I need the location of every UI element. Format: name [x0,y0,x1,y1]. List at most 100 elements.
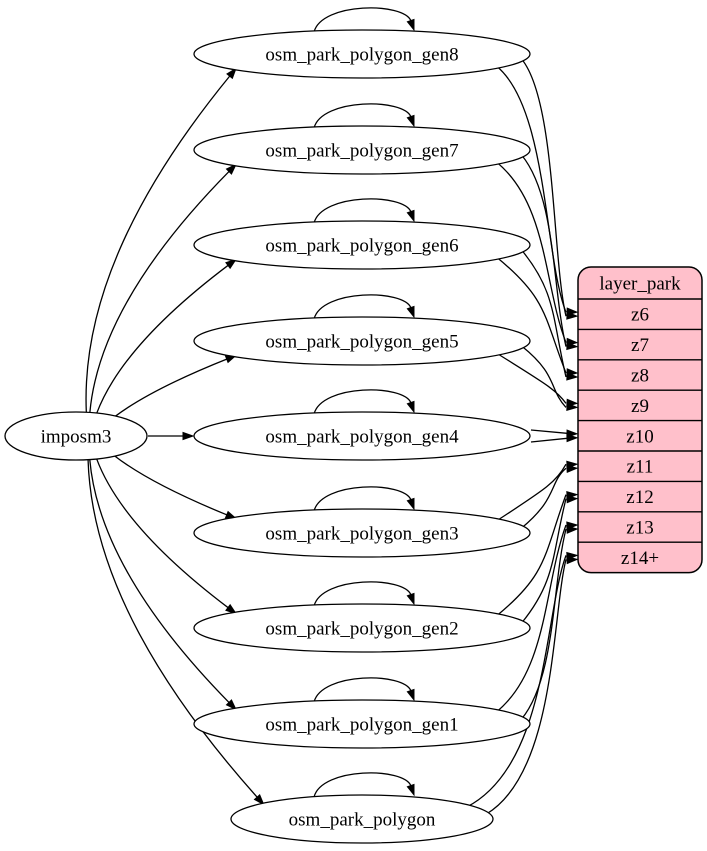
node-osm_park_polygon_gen4-label: osm_park_polygon_gen4 [265,427,459,448]
node-osm_park_polygon_gen2-label: osm_park_polygon_gen2 [265,619,458,640]
table-row-z10: z10 [626,426,653,447]
self-loop-osm_park_polygon_gen2-arrowhead-icon [406,592,415,606]
edge-osm_park_polygon_gen2-to-z12-a [495,494,567,617]
edge-osm_park_polygon-to-z14+-b [486,559,567,815]
self-loop-osm_park_polygon_gen1 [313,677,412,703]
table-row-z9-label: z9 [631,396,649,417]
self-loop-osm_park_polygon_gen4-arrowhead-icon [406,400,415,414]
edge-osm_park_polygon_gen3-to-z11-b-arrowhead-icon [566,464,579,474]
node-osm_park_polygon_gen8-shape [193,29,531,79]
edge-osm_park_polygon_gen5-to-z9-b [521,345,567,408]
node-osm_park_polygon_gen6-label: osm_park_polygon_gen6 [265,236,458,257]
node-osm_park_polygon_gen6: osm_park_polygon_gen6 [193,220,531,270]
node-osm_park_polygon_gen3-label: osm_park_polygon_gen3 [265,524,458,545]
edge-osm_park_polygon_gen5-to-z9-a [496,352,567,404]
table-row-z9: z9 [631,396,649,417]
table-row-z8: z8 [631,366,649,387]
table-header-label: layer_park [599,274,681,295]
edge-imposm3-to-osm_park_polygon_gen8-arrowhead-icon [226,67,237,80]
node-osm_park_polygon_gen3: osm_park_polygon_gen3 [193,508,531,558]
edge-imposm3-to-osm_park_polygon_gen1 [89,459,231,704]
node-osm_park_polygon_gen8: osm_park_polygon_gen8 [193,29,531,79]
table-row-z10-label: z10 [626,426,653,447]
node-imposm3-label: imposm3 [41,427,112,448]
node-osm_park_polygon_gen1-label: osm_park_polygon_gen1 [265,715,458,736]
edge-osm_park_polygon_gen6-to-z8-b-arrowhead-icon [566,372,579,381]
node-osm_park_polygon: osm_park_polygon [230,794,494,844]
edge-osm_park_polygon_gen2-to-z12-b-arrowhead-icon [566,495,579,504]
table-row-z7-label: z7 [631,335,649,356]
self-loop-osm_park_polygon_gen8 [313,7,412,33]
edge-imposm3-to-osm_park_polygon_gen7-arrowhead-icon [225,163,238,175]
edge-osm_park_polygon_gen2-to-z12-b [521,498,567,624]
edge-osm_park_polygon_gen7-to-z7-a [495,161,567,343]
node-osm_park_polygon_gen1: osm_park_polygon_gen1 [193,699,531,749]
self-loop-osm_park_polygon_gen5-arrowhead-icon [406,305,415,319]
edge-imposm3-to-osm_park_polygon_gen1-arrowhead-icon [225,699,238,711]
table-row-z13-label: z13 [626,518,653,539]
node-osm_park_polygon_gen5-label: osm_park_polygon_gen5 [265,332,458,353]
edge-imposm3-to-osm_park_polygon_gen2 [96,458,230,609]
edge-osm_park_polygon_gen1-to-z13-b [521,528,567,720]
table-row-z6-label: z6 [631,305,649,326]
edge-osm_park_polygon_gen4-to-z10-b [530,437,568,443]
self-loop-osm_park_polygon_gen1-arrowhead-icon [406,688,415,702]
table-layer_park: layer_park z6 z7 z8 z9 z10 z11 z12 z13 z14+ [577,266,703,574]
edge-imposm3-to-osm_park_polygon_gen6-arrowhead-icon [225,258,238,270]
node-osm_park_polygon_gen4-shape [193,411,531,461]
edge-osm_park_polygon_gen5-to-z9-b-arrowhead-icon [566,402,579,411]
self-loop-osm_park_polygon_gen3-arrowhead-icon [406,497,415,511]
edge-imposm3-to-osm_park_polygon_gen6 [96,264,230,414]
edge-imposm3-to-osm_park_polygon [87,459,259,799]
edge-osm_park_polygon_gen7-to-z7-b [521,154,567,347]
node-osm_park_polygon_gen7: osm_park_polygon_gen7 [193,125,531,175]
self-loop-osm_park_polygon_gen5 [313,294,412,320]
self-loop-osm_park_polygon_gen4 [313,389,412,415]
node-osm_park_polygon_gen7-label: osm_park_polygon_gen7 [265,141,458,162]
self-loop-osm_park_polygon_gen2 [313,581,412,607]
node-osm_park_polygon_gen4: osm_park_polygon_gen4 [193,411,531,461]
node-osm_park_polygon_gen5: osm_park_polygon_gen5 [193,316,531,366]
self-loop-osm_park_polygon_gen8-arrowhead-icon [406,18,415,32]
table-row-z12: z12 [626,487,653,508]
edge-imposm3-to-osm_park_polygon_gen4-arrowhead-icon [182,431,195,441]
node-osm_park_polygon_gen8-label: osm_park_polygon_gen8 [265,45,458,66]
node-imposm3-shape [4,411,148,461]
table-row-z14+-label: z14+ [621,548,659,569]
node-osm_park_polygon_gen6-shape [193,220,531,270]
table-layer_park-shape [577,266,703,574]
table-row-z13: z13 [626,518,653,539]
node-osm_park_polygon-label: osm_park_polygon [289,810,436,831]
table-row-z8-label: z8 [631,366,649,387]
table-row-z6: z6 [631,305,649,326]
edge-osm_park_polygon_gen3-to-z11-a [496,463,567,522]
node-osm_park_polygon_gen2: osm_park_polygon_gen2 [193,603,531,653]
edge-imposm3-to-osm_park_polygon_gen3 [114,455,228,516]
self-loop-osm_park_polygon_gen7-arrowhead-icon [406,114,415,128]
edge-osm_park_polygon_gen1-to-z13-a [495,524,567,713]
node-osm_park_polygon_gen5-shape [193,316,531,366]
node-osm_park_polygon-shape [230,794,494,844]
node-osm_park_polygon_gen3-shape [193,508,531,558]
table-row-z7: z7 [631,335,649,356]
edge-osm_park_polygon_gen4-to-z10-a [530,429,568,434]
self-loop-osm_park_polygon_gen6-arrowhead-icon [406,209,415,223]
node-osm_park_polygon_gen2-shape [193,603,531,653]
table-row-z11-label: z11 [627,457,654,478]
table-row-z11: z11 [627,457,654,478]
edge-osm_park_polygon-to-z14+-a [466,555,567,808]
edge-imposm3-to-osm_park_polygon-arrowhead-icon [253,793,265,806]
self-loop-osm_park_polygon_gen7 [313,103,412,129]
table-row-z12-label: z12 [626,487,653,508]
self-loop-osm_park_polygon-arrowhead-icon [406,783,415,797]
edge-osm_park_polygon_gen7-to-z7-b-arrowhead-icon [566,341,579,351]
edge-osm_park_polygon_gen3-to-z11-b [521,467,567,529]
edge-osm_park_polygon_gen8-to-z6-a [495,65,567,313]
edge-imposm3-to-osm_park_polygon_gen5 [115,358,228,417]
edge-osm_park_polygon_gen8-to-z6-b [521,58,567,317]
edge-imposm3-to-osm_park_polygon_gen2-arrowhead-icon [225,603,238,615]
node-imposm3: imposm3 [4,411,148,461]
edge-osm_park_polygon-to-z14+-b-arrowhead-icon [566,555,579,565]
